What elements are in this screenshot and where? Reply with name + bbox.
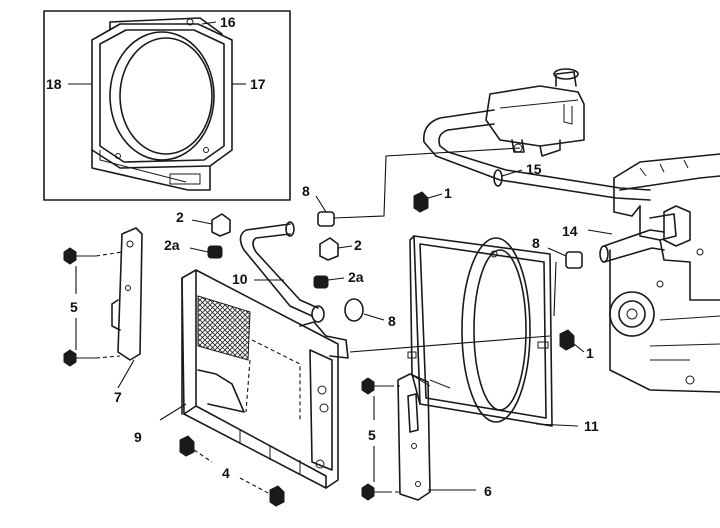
leader-14 (587, 229, 613, 235)
leader-1-lower (573, 343, 585, 353)
bolt-line-left-lower (95, 355, 121, 359)
engine-block (609, 153, 720, 393)
leader-15 (501, 169, 523, 177)
guide-line-outlet (349, 335, 551, 353)
leader-16 (201, 21, 217, 25)
callout-2a-lower: 2a (348, 269, 364, 285)
callout-5-left: 5 (70, 299, 78, 315)
leader-2a-lower (327, 277, 345, 281)
mount-1-lower (559, 329, 575, 351)
hose-clamp-8-right (565, 251, 583, 269)
guide-line-right (553, 261, 557, 317)
mount-1-upper (413, 191, 429, 213)
callout-2-upper: 2 (176, 209, 184, 225)
bolt-5-right-lower (361, 483, 388, 501)
shroud-detail-inset: 16 17 18 (43, 10, 291, 201)
callout-2a-upper: 2a (164, 237, 180, 253)
callout-9: 9 (134, 429, 142, 445)
callout-8-lower: 8 (388, 313, 396, 329)
bolt-5-right-upper (361, 377, 390, 395)
leader-8-right (547, 247, 567, 257)
lower-radiator-hose (599, 213, 677, 263)
leader-2a-upper (189, 247, 209, 253)
callout-4: 4 (222, 465, 230, 481)
mount-4-lower (269, 485, 285, 507)
leader-2-lower (337, 245, 353, 249)
guide-line-upper (333, 147, 521, 219)
callout-10: 10 (232, 271, 248, 287)
leader-9 (159, 403, 187, 421)
hose-clamp-8-upper (317, 211, 335, 227)
leader-2-upper (191, 219, 213, 225)
mount-2a-upper (207, 245, 223, 259)
bolt-line-left-upper (95, 251, 123, 257)
callout-7: 7 (114, 389, 122, 405)
callout-11: 11 (584, 418, 599, 434)
expansion-tank (485, 68, 585, 157)
leader-7 (117, 359, 135, 389)
overflow-hose (423, 109, 651, 201)
mount-2-lower (319, 237, 339, 261)
leader-4-a (193, 449, 213, 463)
bolt-5-left-upper (63, 247, 96, 265)
leader-4-b (239, 477, 271, 495)
callout-18: 18 (46, 76, 62, 92)
side-panel-left (111, 227, 143, 361)
callout-8-right: 8 (532, 235, 540, 251)
leader-11 (535, 423, 579, 427)
callout-6: 6 (484, 483, 492, 499)
radiator (181, 269, 349, 489)
callout-8-upper: 8 (302, 183, 310, 199)
fan-shroud-ring (91, 17, 233, 191)
callout-2-lower: 2 (354, 237, 362, 253)
leader-8-upper (315, 195, 327, 213)
upper-radiator-hose (239, 221, 325, 323)
leader-8-lower (363, 313, 385, 321)
inset-frame (43, 10, 291, 201)
hose-clamp-8-lower (344, 298, 364, 322)
mount-2a-lower (313, 275, 329, 289)
callout-16: 16 (220, 14, 236, 30)
leader-1-upper (427, 193, 443, 199)
radiator-core-mesh (197, 295, 251, 361)
fan-shroud (407, 235, 553, 427)
callout-1-upper: 1 (444, 185, 452, 201)
callout-15: 15 (526, 161, 542, 177)
bolt-5-left-lower (63, 349, 96, 367)
side-panel-right (397, 373, 431, 501)
mount-4-upper (179, 435, 195, 457)
callout-14: 14 (562, 223, 578, 239)
mount-2-upper (211, 213, 231, 237)
callout-5-right: 5 (368, 427, 376, 443)
callout-1-lower: 1 (586, 345, 594, 361)
callout-17: 17 (250, 76, 266, 92)
hose-clamp-15 (493, 169, 503, 187)
